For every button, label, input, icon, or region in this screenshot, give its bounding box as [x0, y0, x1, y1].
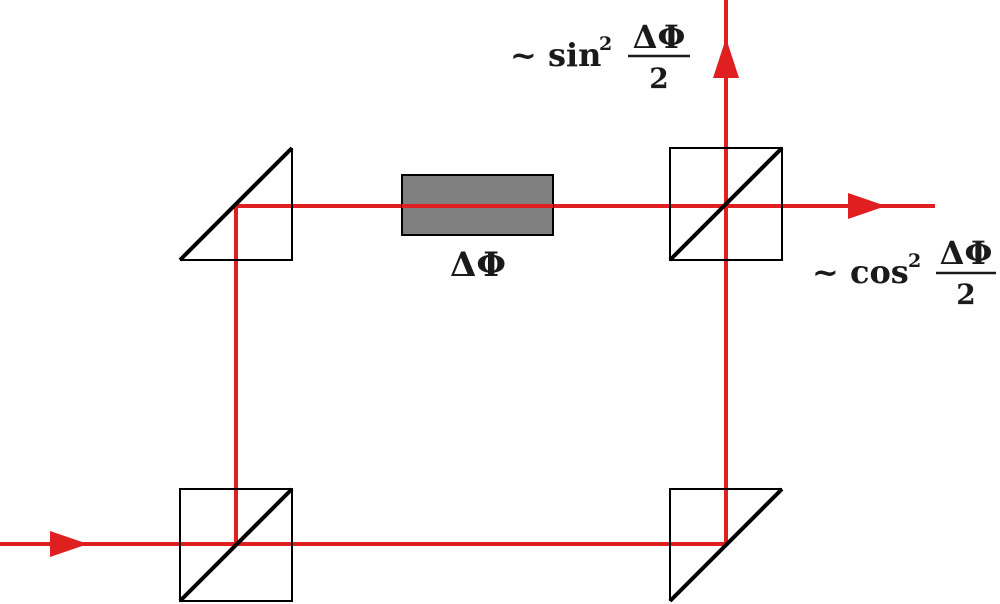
beam-splitter-diagonal — [178, 487, 294, 603]
beam-splitter-input — [178, 487, 294, 603]
mirror-bottom-right — [668, 487, 784, 603]
beam-splitter-output — [668, 146, 784, 262]
output-label-cos-squared: ~ cos 2 ΔΦ 2 — [812, 234, 996, 311]
mirror-top-left — [178, 146, 294, 262]
input-arrow-icon — [50, 531, 88, 557]
output-label-denominator: 2 — [649, 62, 668, 95]
output-label-numerator: ΔΦ — [633, 18, 686, 56]
beam-splitter-diagonal — [668, 146, 784, 262]
beam-arrows — [50, 38, 886, 557]
output-label-prefix: ~ sin — [510, 36, 601, 74]
output-label-sin-squared: ~ sin 2 ΔΦ 2 — [510, 18, 690, 95]
beam-splitter-cube — [669, 147, 783, 261]
mirror-prism-outline — [669, 488, 782, 601]
laser-beam-paths — [0, 0, 935, 546]
output-label-denominator: 2 — [956, 278, 975, 311]
output-up-arrow-icon — [713, 38, 739, 78]
output-label-prefix: ~ cos — [812, 253, 909, 291]
mirror-reflective-surface — [178, 146, 294, 262]
output-label-exponent: 2 — [908, 250, 921, 272]
output-label-numerator: ΔΦ — [940, 234, 993, 272]
beam-splitter-cube — [179, 488, 293, 602]
output-right-arrow-icon — [848, 193, 886, 219]
phase-shift-label: ΔΦ — [450, 245, 506, 285]
mirror-reflective-surface — [668, 487, 784, 603]
output-label-exponent: 2 — [599, 33, 612, 55]
mirror-prism-outline — [180, 148, 293, 261]
